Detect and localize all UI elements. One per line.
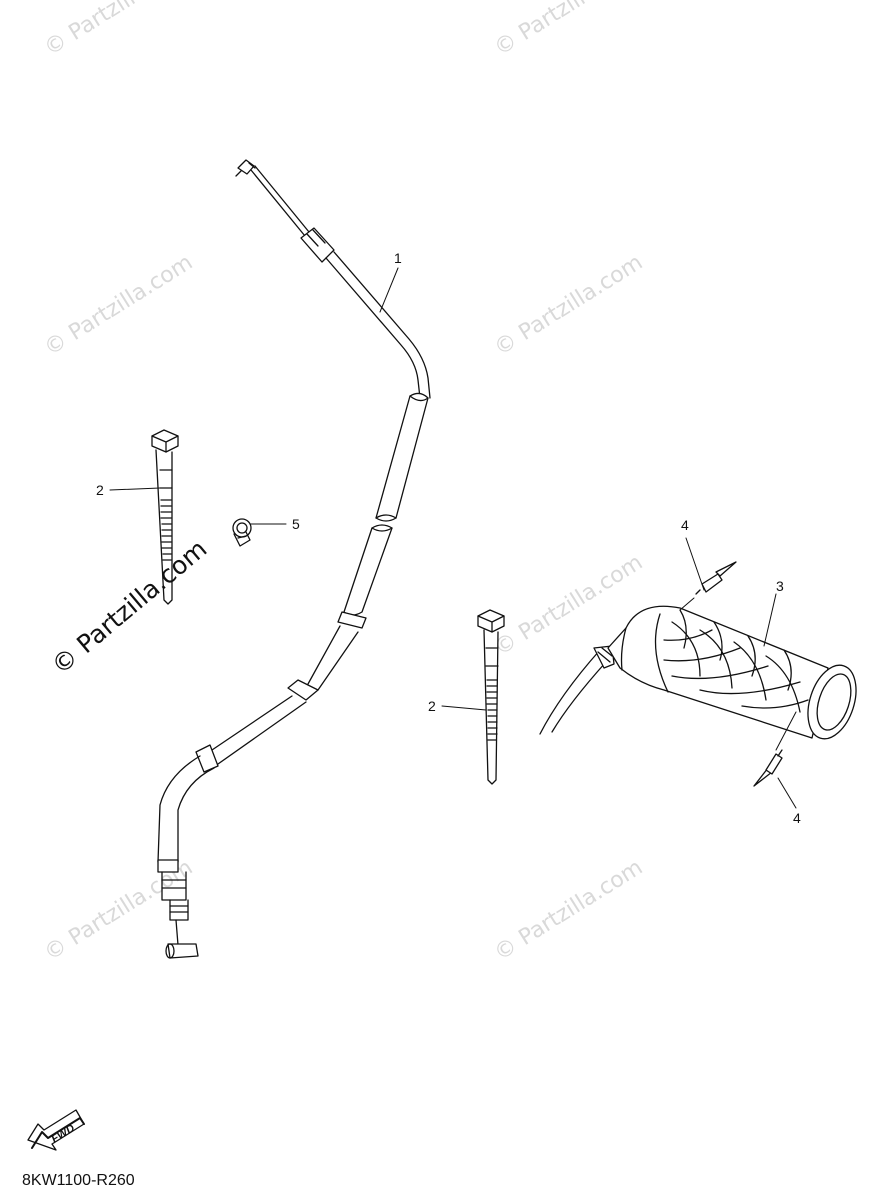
pin-top <box>695 561 737 595</box>
diagram-code: 8KW1100-R260 <box>22 1172 135 1189</box>
throttle-cable <box>157 159 431 959</box>
hose-clip <box>232 518 252 547</box>
callout-tie-right: 2 <box>428 698 436 714</box>
cable-tie-left <box>151 429 179 605</box>
callout-grip: 3 <box>776 578 784 594</box>
callout-pin-bottom: 4 <box>793 810 801 826</box>
callout-cable: 1 <box>394 250 402 266</box>
pin-bottom <box>753 749 783 787</box>
fwd-arrow <box>27 1109 85 1151</box>
leader-lines <box>109 267 797 809</box>
handlebar-grip <box>539 605 857 740</box>
callout-tie-left: 2 <box>96 482 104 498</box>
callout-pin-top: 4 <box>681 517 689 533</box>
cable-tie-right <box>477 609 505 785</box>
callout-clip: 5 <box>292 516 300 532</box>
